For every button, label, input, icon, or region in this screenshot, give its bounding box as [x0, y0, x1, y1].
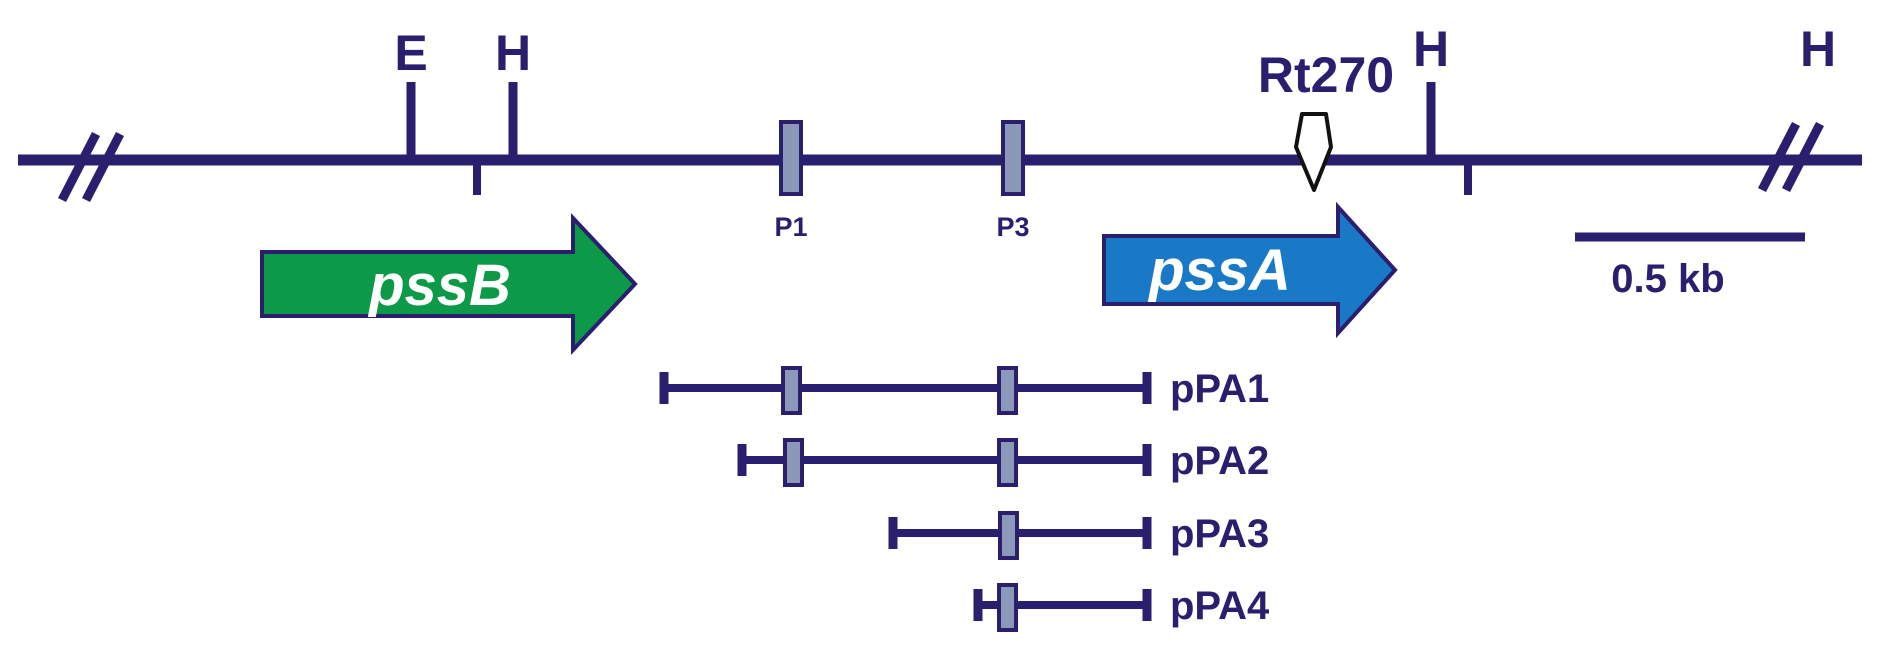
fragment-ppa1 — [659, 366, 1152, 415]
fragment-ppa4 — [973, 583, 1152, 632]
break-mark-left — [57, 131, 125, 203]
promoter-label-p1: P1 — [774, 212, 807, 242]
gene-arrow-pssb — [260, 212, 638, 356]
fragment-label-ppa4: pPA4 — [1170, 584, 1270, 628]
site-label-e: E — [394, 25, 427, 81]
fragment-label-ppa2: pPA2 — [1170, 439, 1269, 483]
fragment-label-ppa3: pPA3 — [1170, 512, 1269, 556]
site-label-h2: H — [1413, 21, 1449, 77]
gene-arrow-pssa — [1102, 201, 1398, 339]
fragment-ppa2 — [737, 438, 1152, 487]
fragment-label-ppa1: pPA1 — [1170, 367, 1269, 411]
promoter-box-p3 — [1001, 120, 1025, 196]
break-mark-right — [1757, 121, 1825, 193]
gene-label-pssb: pssB — [367, 253, 511, 318]
marker-pentagon-icon — [1294, 112, 1333, 192]
marker-label: Rt270 — [1258, 47, 1394, 103]
promoter-box-p1 — [779, 120, 803, 196]
site-label-h1: H — [495, 25, 531, 81]
fragment-ppa3 — [888, 511, 1152, 560]
scale-label: 0.5 kb — [1611, 257, 1724, 301]
down-ticks — [473, 160, 1472, 195]
promoter-label-p3: P3 — [996, 212, 1029, 242]
restriction-ticks — [406, 82, 1436, 160]
site-label-h3: H — [1800, 21, 1836, 77]
gene-label-pssa: pssA — [1147, 238, 1291, 303]
